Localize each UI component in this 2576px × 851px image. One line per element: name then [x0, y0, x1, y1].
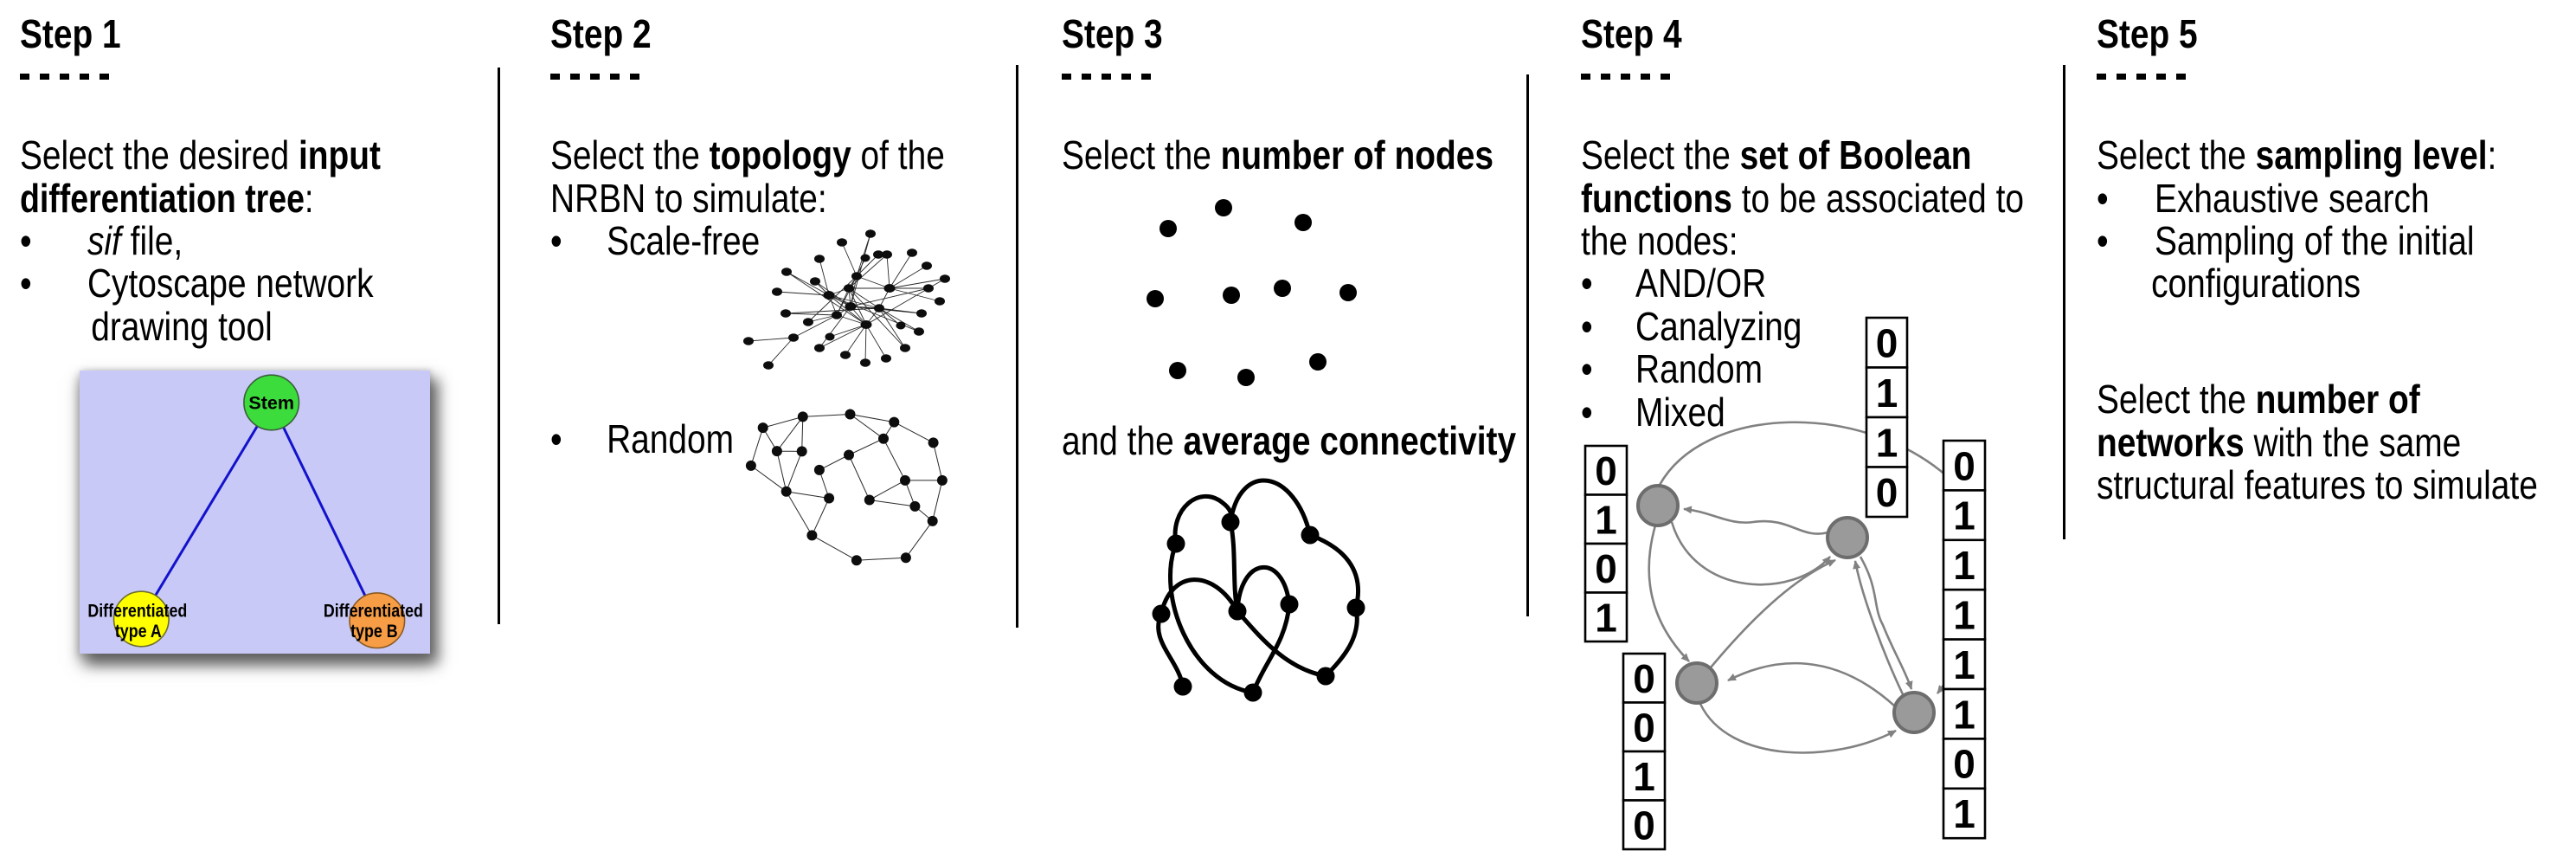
- svg-text:0: 0: [1633, 706, 1655, 751]
- svg-text:1: 1: [1633, 754, 1655, 799]
- svg-text:1: 1: [1876, 371, 1898, 416]
- svg-text:1: 1: [1953, 543, 1975, 588]
- svg-text:0: 0: [1953, 742, 1975, 787]
- svg-text:0: 0: [1953, 443, 1975, 488]
- svg-text:0: 0: [1633, 803, 1655, 848]
- svg-text:1: 1: [1953, 692, 1975, 737]
- svg-text:1: 1: [1953, 642, 1975, 687]
- svg-text:Stem: Stem: [248, 393, 294, 414]
- svg-text:1: 1: [1876, 421, 1898, 466]
- svg-text:0: 0: [1876, 321, 1898, 366]
- svg-text:1: 1: [1953, 593, 1975, 638]
- svg-text:Differentiated: Differentiated: [324, 601, 423, 622]
- svg-text:0: 0: [1595, 546, 1617, 591]
- svg-text:0: 0: [1876, 470, 1898, 515]
- svg-text:0: 0: [1633, 656, 1655, 701]
- svg-text:type B: type B: [350, 621, 398, 641]
- svg-text:type A: type A: [115, 621, 162, 641]
- svg-text:1: 1: [1953, 493, 1975, 538]
- svg-text:1: 1: [1953, 791, 1975, 836]
- svg-text:Differentiated: Differentiated: [87, 601, 187, 622]
- svg-text:1: 1: [1595, 596, 1617, 641]
- svg-text:1: 1: [1595, 498, 1617, 543]
- svg-text:0: 0: [1595, 448, 1617, 493]
